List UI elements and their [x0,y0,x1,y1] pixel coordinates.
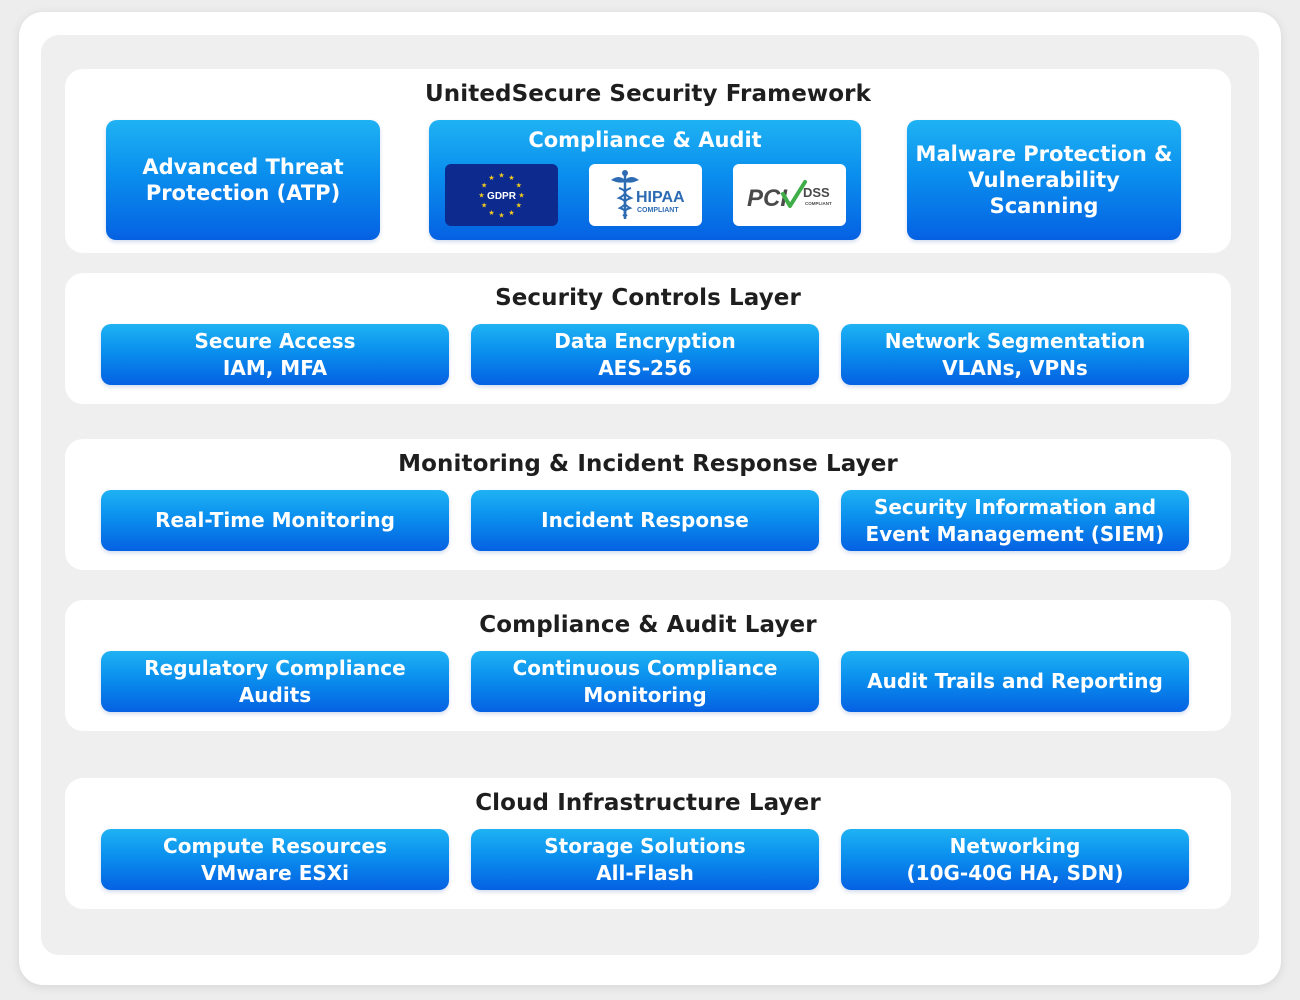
box-line: Security Information and [873,494,1157,519]
gdpr-label: GDPR [487,191,517,202]
dss-label: DSS [803,185,830,200]
malware-line-1: Malware Protection & [915,142,1173,166]
box-line: Monitoring [583,682,707,707]
compute-resources-box[interactable]: Compute Resources VMware ESXi [101,829,449,890]
dss-compliant-label: COMPLIANT [805,201,832,206]
box-line: Compute Resources [163,833,387,858]
hipaa-label: HIPAA [636,189,685,206]
malware-line-3: Scanning [989,194,1099,218]
gdpr-star-icon: ★ [488,209,494,217]
gdpr-star-icon: ★ [508,209,514,217]
gdpr-star-icon: ★ [516,202,522,210]
compliance-audit-title: Compliance & Audit [528,128,762,152]
box-line: Real-Time Monitoring [155,508,395,532]
box-line: Data Encryption [554,328,736,353]
atp-line-1: Advanced Threat [142,155,344,179]
box-line: Incident Response [541,508,749,532]
malware-line-2: Vulnerability [968,168,1120,192]
gdpr-star-icon: ★ [498,172,504,180]
hipaa-compliant-label: COMPLIANT [637,207,679,214]
box-line: Network Segmentation [884,328,1146,353]
box-line: Secure Access [194,328,356,353]
data-encryption-box[interactable]: Data Encryption AES-256 [471,324,819,385]
cloud-infrastructure-layer: Cloud Infrastructure Layer Compute Resou… [65,778,1231,909]
layer-title: Compliance & Audit Layer [479,612,817,638]
compliance-layer: Compliance & Audit Layer Regulatory Comp… [65,600,1231,731]
security-controls-layer: Security Controls Layer Secure Access IA… [65,273,1231,404]
siem-box[interactable]: Security Information and Event Managemen… [841,490,1189,551]
framework-title: UnitedSecure Security Framework [425,81,871,107]
box-line: Networking [949,833,1081,858]
hipaa-badge: HIPAA COMPLIANT [589,164,702,226]
networking-box[interactable]: Networking (10G-40G HA, SDN) [841,829,1189,890]
framework-layer: UnitedSecure Security Framework Advanced… [65,69,1231,253]
audit-trails-box[interactable]: Audit Trails and Reporting [841,651,1189,712]
box-line: Audits [238,682,312,707]
regulatory-compliance-box[interactable]: Regulatory Compliance Audits [101,651,449,712]
gdpr-star-icon: ★ [478,192,484,200]
box-line: Continuous Compliance [512,655,778,680]
gdpr-star-icon: ★ [488,174,494,182]
box-line: Regulatory Compliance [144,655,406,680]
layer-title: Security Controls Layer [495,285,801,311]
box-line: Audit Trails and Reporting [867,669,1163,693]
monitoring-layer: Monitoring & Incident Response Layer Rea… [65,439,1231,570]
layer-title: Monitoring & Incident Response Layer [398,451,898,477]
pci-label: PCI [747,185,788,212]
box-line: All-Flash [596,860,694,885]
pci-dss-badge: PCI DSS COMPLIANT [733,164,846,226]
gdpr-star-icon: ★ [481,202,487,210]
secure-access-box[interactable]: Secure Access IAM, MFA [101,324,449,385]
storage-solutions-box[interactable]: Storage Solutions All-Flash [471,829,819,890]
pci-dss-check-icon: PCI DSS COMPLIANT [747,180,832,212]
gdpr-star-icon: ★ [518,192,524,200]
network-segmentation-box[interactable]: Network Segmentation VLANs, VPNs [841,324,1189,385]
gdpr-stars-icon: GDPR ★★★★★★★★★★★★ [478,172,524,220]
gdpr-star-icon: ★ [498,212,504,220]
box-line: VLANs, VPNs [942,355,1088,380]
hipaa-caduceus-icon: HIPAA COMPLIANT [611,170,685,219]
box-line: Storage Solutions [544,833,746,858]
gdpr-star-icon: ★ [516,182,522,190]
box-line: (10G-40G HA, SDN) [906,860,1124,885]
box-line: AES-256 [598,355,692,380]
atp-box[interactable]: Advanced Threat Protection (ATP) [106,120,380,240]
gdpr-badge: GDPR ★★★★★★★★★★★★ [445,164,558,226]
atp-line-2: Protection (ATP) [145,181,341,205]
real-time-monitoring-box[interactable]: Real-Time Monitoring [101,490,449,551]
gdpr-star-icon: ★ [508,174,514,182]
incident-response-box[interactable]: Incident Response [471,490,819,551]
box-line: IAM, MFA [222,355,328,380]
malware-box[interactable]: Malware Protection & Vulnerability Scann… [907,120,1181,240]
compliance-audit-box[interactable]: Compliance & Audit GDPR ★★★★★★★★★★★★ HIP… [429,120,861,240]
box-line: Event Management (SIEM) [865,521,1165,546]
layer-title: Cloud Infrastructure Layer [475,790,821,816]
gdpr-star-icon: ★ [481,182,487,190]
continuous-compliance-box[interactable]: Continuous Compliance Monitoring [471,651,819,712]
box-line: VMware ESXi [200,860,350,885]
